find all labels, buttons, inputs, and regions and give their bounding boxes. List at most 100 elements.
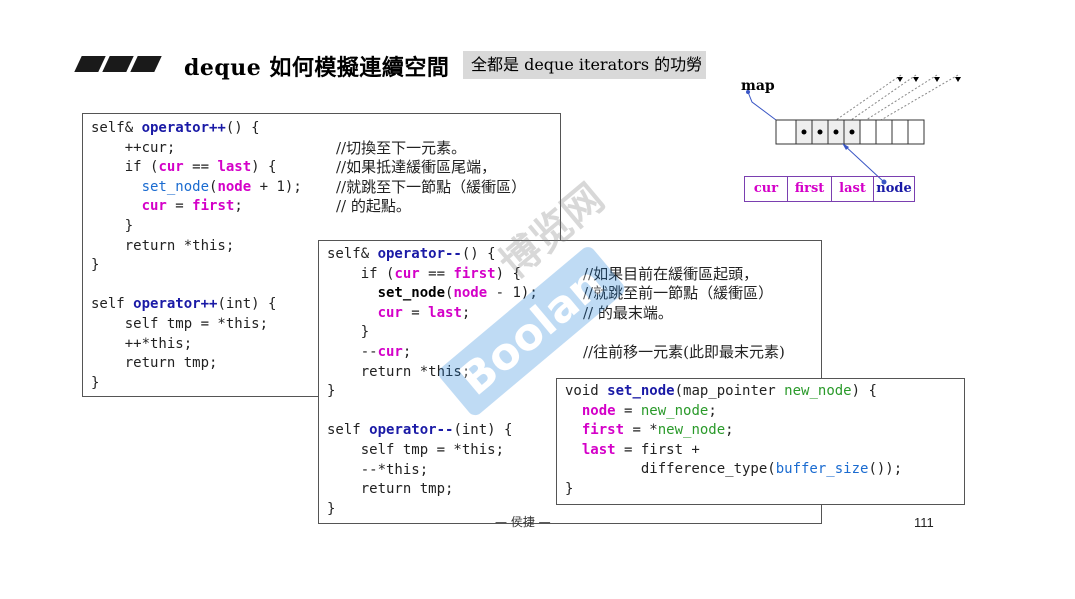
- code-line: --*this;: [327, 461, 813, 481]
- code-token: }: [565, 480, 574, 497]
- code-token: + 1);: [251, 178, 302, 195]
- code-token: [327, 285, 378, 301]
- code-token: --*this;: [327, 461, 429, 478]
- footer-author: — 侯捷 —: [495, 515, 551, 529]
- deque-map-diagram: [746, 74, 961, 185]
- map-label: map: [741, 78, 775, 94]
- iterator-struct: cur first last node: [744, 176, 915, 202]
- code-token: (map_pointer: [674, 383, 785, 399]
- code-token: [565, 442, 582, 458]
- code-token: (int) {: [453, 422, 513, 439]
- code-token: }: [327, 324, 370, 341]
- code-line: void set_node(map_pointer new_node) {: [565, 382, 956, 402]
- code-token: operator--: [377, 246, 462, 262]
- code-token: cur: [158, 159, 184, 176]
- code-token: last: [217, 159, 252, 176]
- code-token: [91, 198, 142, 214]
- code-token: if (: [91, 159, 159, 176]
- code-line: self& operator++() {: [91, 119, 552, 139]
- code-token: }: [91, 374, 100, 391]
- code-line: set_node(node - 1);//就跳至前一節點（緩衝區）: [327, 284, 813, 304]
- code-token: cur: [394, 265, 420, 282]
- code-token: ;: [461, 304, 471, 321]
- node-pointer-arrow: [842, 143, 887, 185]
- code-token: set_node: [607, 383, 675, 399]
- code-token: return tmp;: [327, 481, 454, 498]
- code-token: ());: [868, 461, 903, 478]
- code-token: first: [192, 198, 235, 215]
- code-token: ==: [183, 159, 218, 176]
- code-line: self& operator--() {: [327, 245, 813, 265]
- code-line: }: [327, 500, 813, 520]
- code-token: first: [581, 422, 625, 439]
- code-token: return tmp;: [91, 355, 218, 372]
- iter-field-first: first: [788, 177, 832, 201]
- code-token: node: [453, 285, 488, 302]
- code-line: return tmp;: [327, 480, 813, 500]
- code-comment: //如果抵達緩衝區尾端，: [336, 158, 497, 177]
- code-line: }: [327, 323, 813, 343]
- code-line: return tmp;: [91, 354, 552, 374]
- code-token: ;: [708, 402, 717, 419]
- map-array: [775, 119, 925, 145]
- code-line: return *this;: [327, 363, 813, 383]
- code-line: self operator--(int) {: [327, 421, 813, 441]
- code-token: return *this;: [327, 363, 471, 380]
- code-line: --cur;//往前移一元素(此即最末元素): [327, 343, 813, 363]
- code-token: if (: [327, 265, 395, 282]
- code-token: self: [327, 422, 370, 439]
- code-token: =: [402, 304, 429, 321]
- code-token: void: [565, 383, 608, 399]
- code-token: self&: [91, 120, 142, 136]
- code-comment: //就跳至前一節點（緩衝區）: [583, 284, 774, 303]
- code-token: first: [453, 265, 496, 282]
- iter-field-node: node: [876, 181, 912, 196]
- code-line: if (cur == last) { //如果抵達緩衝區尾端，: [91, 158, 552, 178]
- code-line: last = first +: [565, 441, 956, 461]
- code-token: difference_type(: [565, 461, 776, 478]
- code-token: operator++: [133, 296, 218, 313]
- code-token: =: [166, 198, 193, 215]
- code-token: new_node: [640, 402, 709, 419]
- code-token: (int) {: [217, 296, 277, 313]
- code-line: }: [91, 256, 552, 276]
- code-line: ++*this;: [91, 335, 552, 355]
- code-token: [565, 422, 582, 438]
- code-token: ) {: [251, 159, 277, 176]
- code-token: = *: [624, 422, 658, 439]
- code-line: cur = last;// 的最末端。: [327, 304, 813, 324]
- code-token: cur: [377, 304, 403, 321]
- code-token: (: [209, 178, 218, 195]
- code-token: =: [615, 402, 641, 419]
- code-token: = first +: [615, 441, 700, 458]
- code-token: - 1);: [487, 285, 538, 302]
- code-line: }: [91, 217, 552, 237]
- code-comment: // 的最末端。: [583, 303, 673, 322]
- code-comment: //如果目前在緩衝區起頭，: [583, 264, 759, 283]
- code-token: [565, 403, 582, 419]
- code-token: () {: [461, 246, 496, 262]
- code-line: self operator++(int) {: [91, 295, 552, 315]
- iter-field-last: last: [832, 177, 874, 201]
- code-comment: //切換至下一元素。: [336, 138, 467, 157]
- code-line: ++cur; //切換至下一元素。: [91, 139, 552, 159]
- code-comment: //往前移一元素(此即最末元素): [583, 342, 785, 361]
- code-token: ;: [234, 198, 243, 215]
- code-token: return *this;: [91, 237, 235, 254]
- code-token: buffer_size: [775, 461, 869, 478]
- code-set-node: void set_node(map_pointer new_node) { no…: [556, 378, 965, 505]
- code-token: new_node: [784, 383, 852, 399]
- code-token: new_node: [657, 422, 726, 439]
- code-token: ++cur;: [91, 139, 176, 156]
- code-token: operator--: [369, 422, 454, 439]
- code-token: ==: [419, 265, 454, 282]
- code-line: node = new_node;: [565, 402, 956, 422]
- code-line: self tmp = *this;: [327, 441, 813, 461]
- code-line: }: [91, 374, 552, 394]
- code-token: ;: [402, 343, 412, 360]
- code-line: self tmp = *this;: [91, 315, 552, 335]
- page-number: 111: [914, 515, 934, 530]
- title-bars-decoration: [74, 56, 162, 72]
- code-token: self: [91, 296, 134, 313]
- code-token: self&: [327, 246, 378, 262]
